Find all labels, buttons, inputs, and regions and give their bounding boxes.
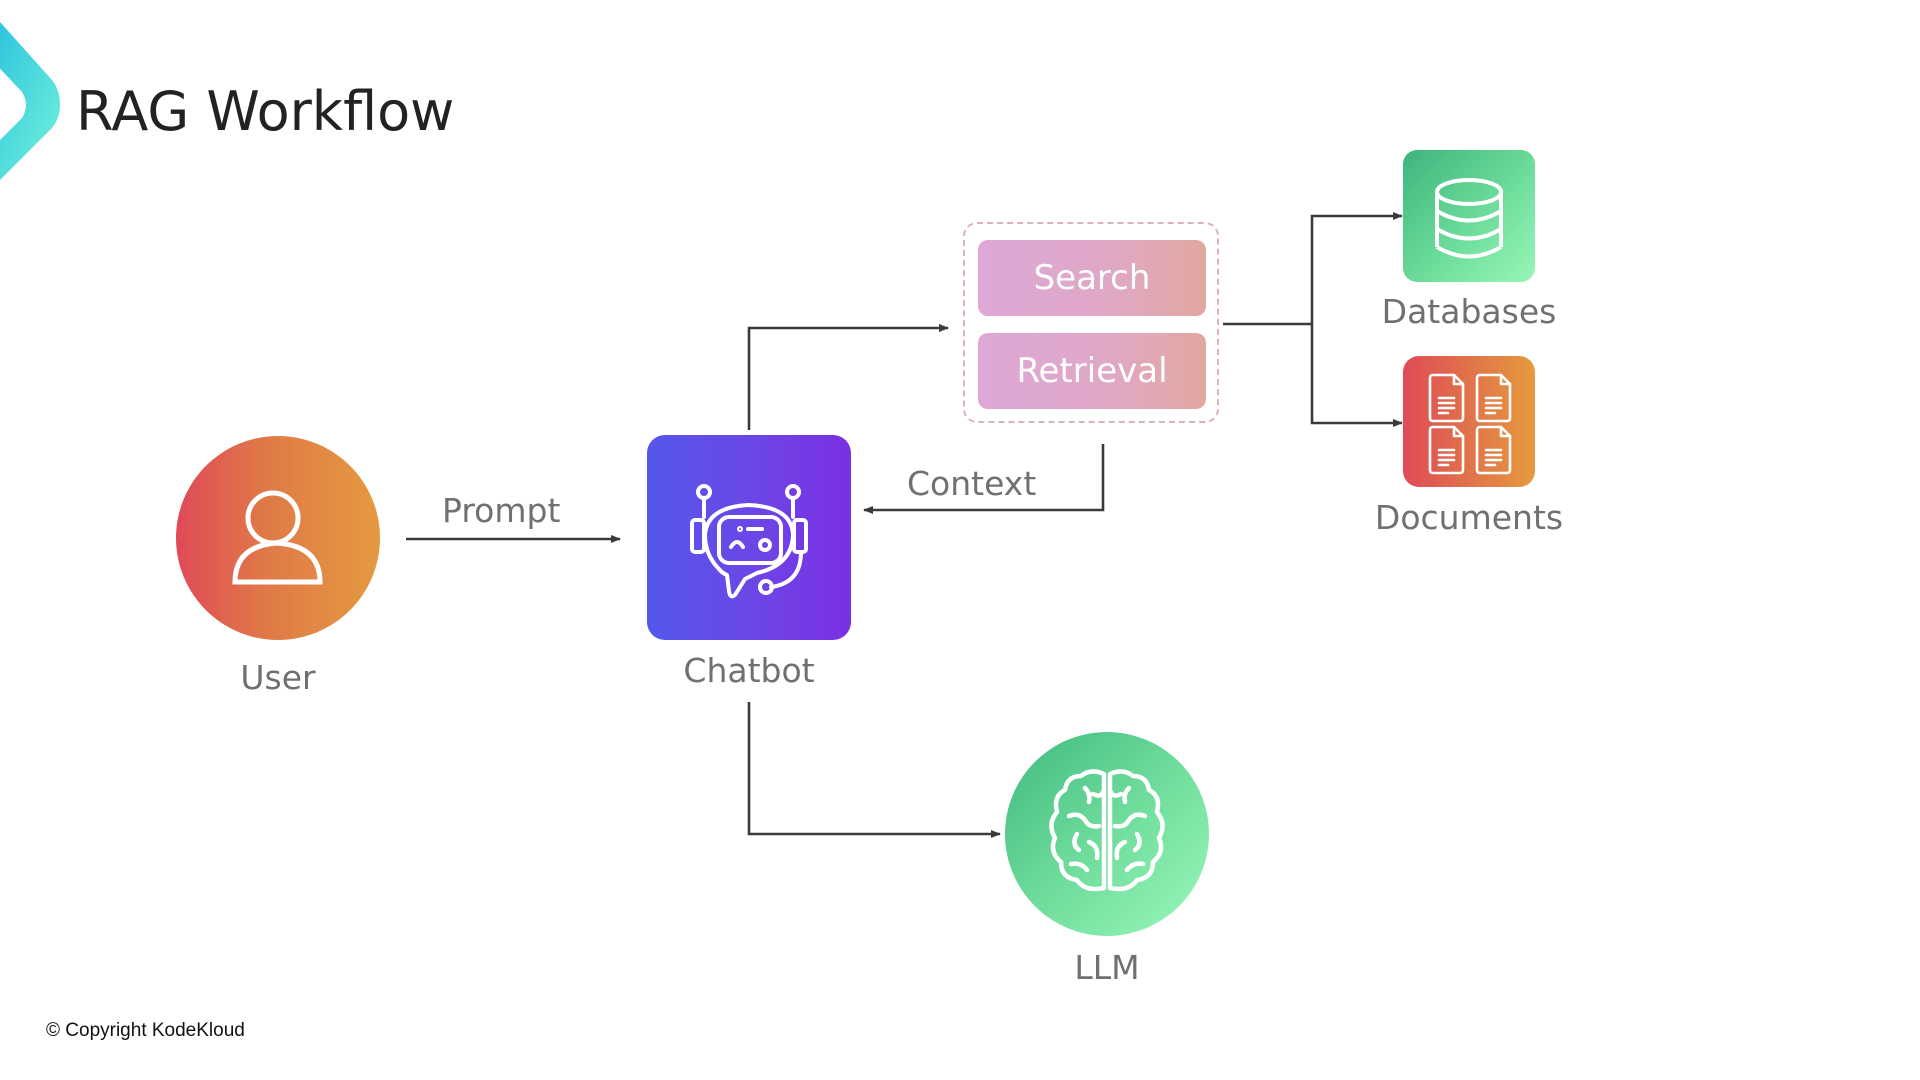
databases-label: Databases bbox=[1381, 292, 1557, 331]
document-icon bbox=[1475, 373, 1512, 423]
search-retrieval-group: Search Retrieval bbox=[963, 222, 1219, 423]
brain-icon bbox=[1049, 769, 1165, 892]
document-icon bbox=[1428, 373, 1465, 423]
edge-chatbot-to-llm bbox=[747, 702, 1001, 838]
edge-retrieval-to-chatbot-context bbox=[863, 444, 1105, 514]
llm-label: LLM bbox=[1074, 948, 1140, 987]
llm-node[interactable] bbox=[1005, 732, 1209, 936]
chatbot-node[interactable] bbox=[647, 435, 851, 640]
documents-label: Documents bbox=[1374, 498, 1564, 537]
chatbot-label: Chatbot bbox=[683, 651, 815, 690]
edge-to-documents bbox=[1310, 324, 1403, 427]
search-step[interactable]: Search bbox=[978, 240, 1206, 316]
edge-label-prompt: Prompt bbox=[442, 491, 561, 530]
edge-to-databases bbox=[1310, 212, 1403, 324]
databases-node[interactable] bbox=[1403, 150, 1535, 282]
user-label: User bbox=[240, 658, 316, 697]
document-icon bbox=[1475, 425, 1512, 475]
documents-icon bbox=[1428, 373, 1512, 475]
robot-chat-icon bbox=[690, 484, 808, 599]
retrieval-step[interactable]: Retrieval bbox=[978, 333, 1206, 409]
copyright-notice: © Copyright KodeKloud bbox=[46, 1020, 245, 1041]
slide-title: RAG Workflow bbox=[76, 80, 455, 143]
edge-chatbot-to-search bbox=[747, 324, 949, 430]
database-icon bbox=[1435, 178, 1503, 259]
edge-label-context: Context bbox=[907, 464, 1037, 503]
kodekloud-logo-chevron bbox=[0, 22, 60, 180]
user-icon bbox=[232, 490, 323, 585]
user-node[interactable] bbox=[176, 436, 380, 640]
documents-node[interactable] bbox=[1403, 356, 1535, 487]
document-icon bbox=[1428, 425, 1465, 475]
